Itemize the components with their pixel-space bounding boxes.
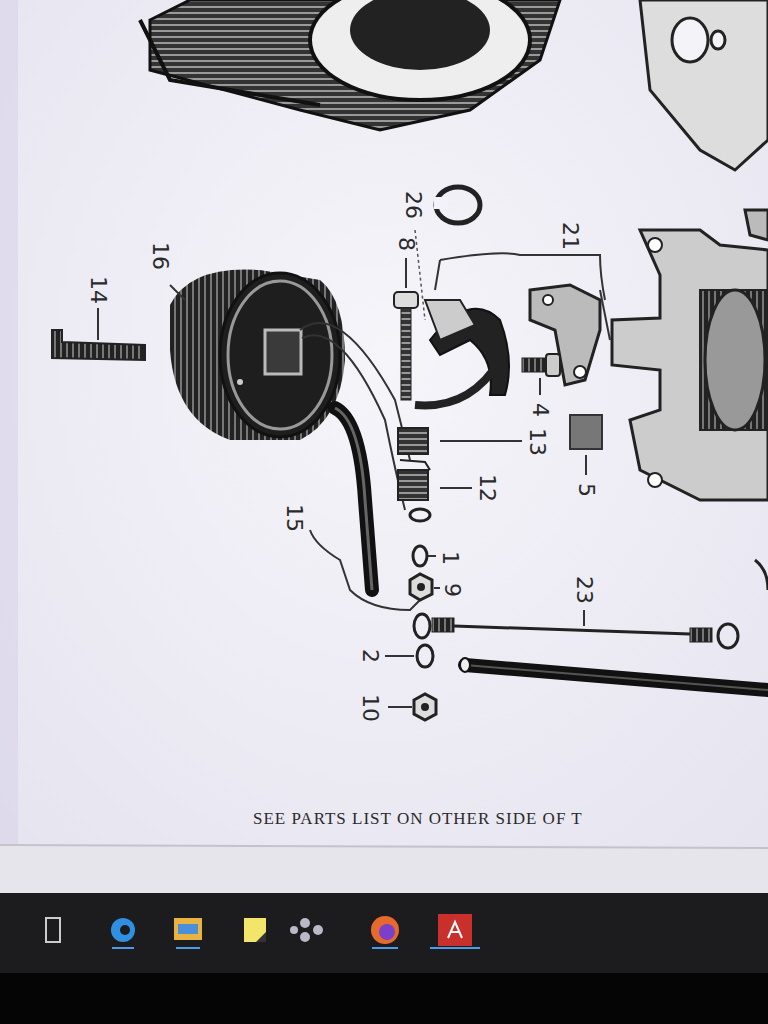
callout-number: 1 [439,551,461,565]
screw [394,187,480,400]
terminals [398,428,522,521]
breaker-assembly [415,253,610,405]
callout-number: 2 [359,649,381,663]
wires [414,610,768,690]
callout-number: 23 [573,576,595,604]
callout-number: 5 [575,483,597,497]
top-housing [140,0,560,130]
callout-number: 13 [526,428,548,456]
gasket [640,0,768,170]
callout-number: 9 [441,583,463,597]
base-housing [612,210,768,590]
small-parts [522,354,602,475]
footer-note: SEE PARTS LIST ON OTHER SIDE OF T [253,810,583,827]
bracket [310,530,420,610]
callout-number: 26 [402,191,424,219]
callout-number: 14 [87,276,109,304]
clip [52,308,145,360]
callout-number: 15 [283,504,305,532]
callout-number: 16 [149,242,171,270]
callout-number: 8 [395,237,417,251]
ignition-coil [170,269,410,590]
washers-nuts [385,546,440,720]
callout-number: 10 [359,694,381,722]
callout-number: 12 [476,474,498,502]
taskbar-icons [46,914,480,948]
callout-number: 4 [529,403,551,417]
callout-number: 21 [559,222,581,250]
